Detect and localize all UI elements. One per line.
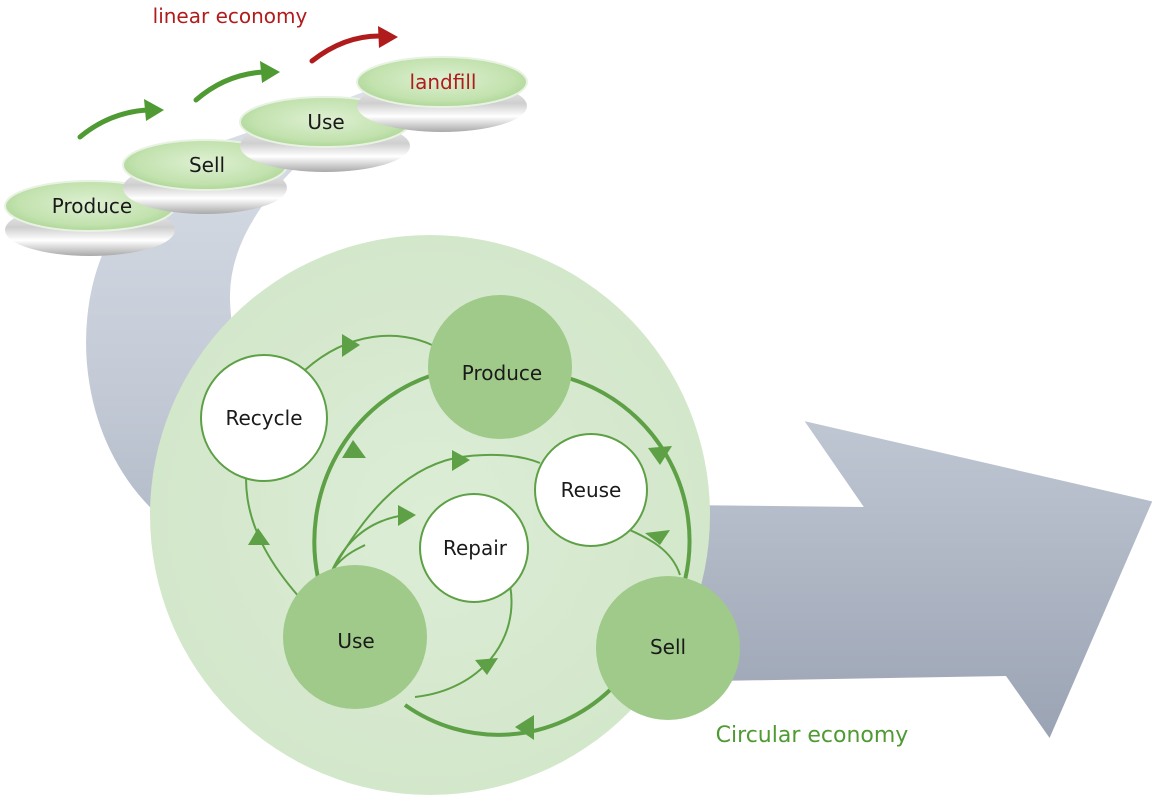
linear-economy-title: linear economy [153,4,308,28]
linear-step-label: Sell [189,153,225,177]
linear-step-landfill: landfill [356,56,528,132]
node-reuse: Reuse [534,433,648,547]
linear-step-label: Produce [52,194,132,218]
linear-flow-arrow [77,99,164,140]
node-repair: Repair [419,493,529,603]
linear-step-label: Use [307,110,344,134]
node-label: Sell [650,635,686,659]
main-cycle [312,374,692,737]
node-recycle: Recycle [200,354,328,482]
node-sell: Sell [596,576,740,720]
node-label: Recycle [226,406,303,430]
cycle-arrowheads [248,334,672,740]
node-label: Repair [443,536,508,560]
linear-step-label: landfill [410,70,477,94]
node-label: Use [337,629,374,653]
linear-flow-arrow [193,61,280,103]
node-label: Produce [462,361,542,385]
node-label: Reuse [561,478,622,502]
landfill-arrow [309,26,398,64]
circular-economy-title: Circular economy [716,723,909,748]
node-use: Use [283,565,427,709]
node-produce: Produce [428,295,572,439]
